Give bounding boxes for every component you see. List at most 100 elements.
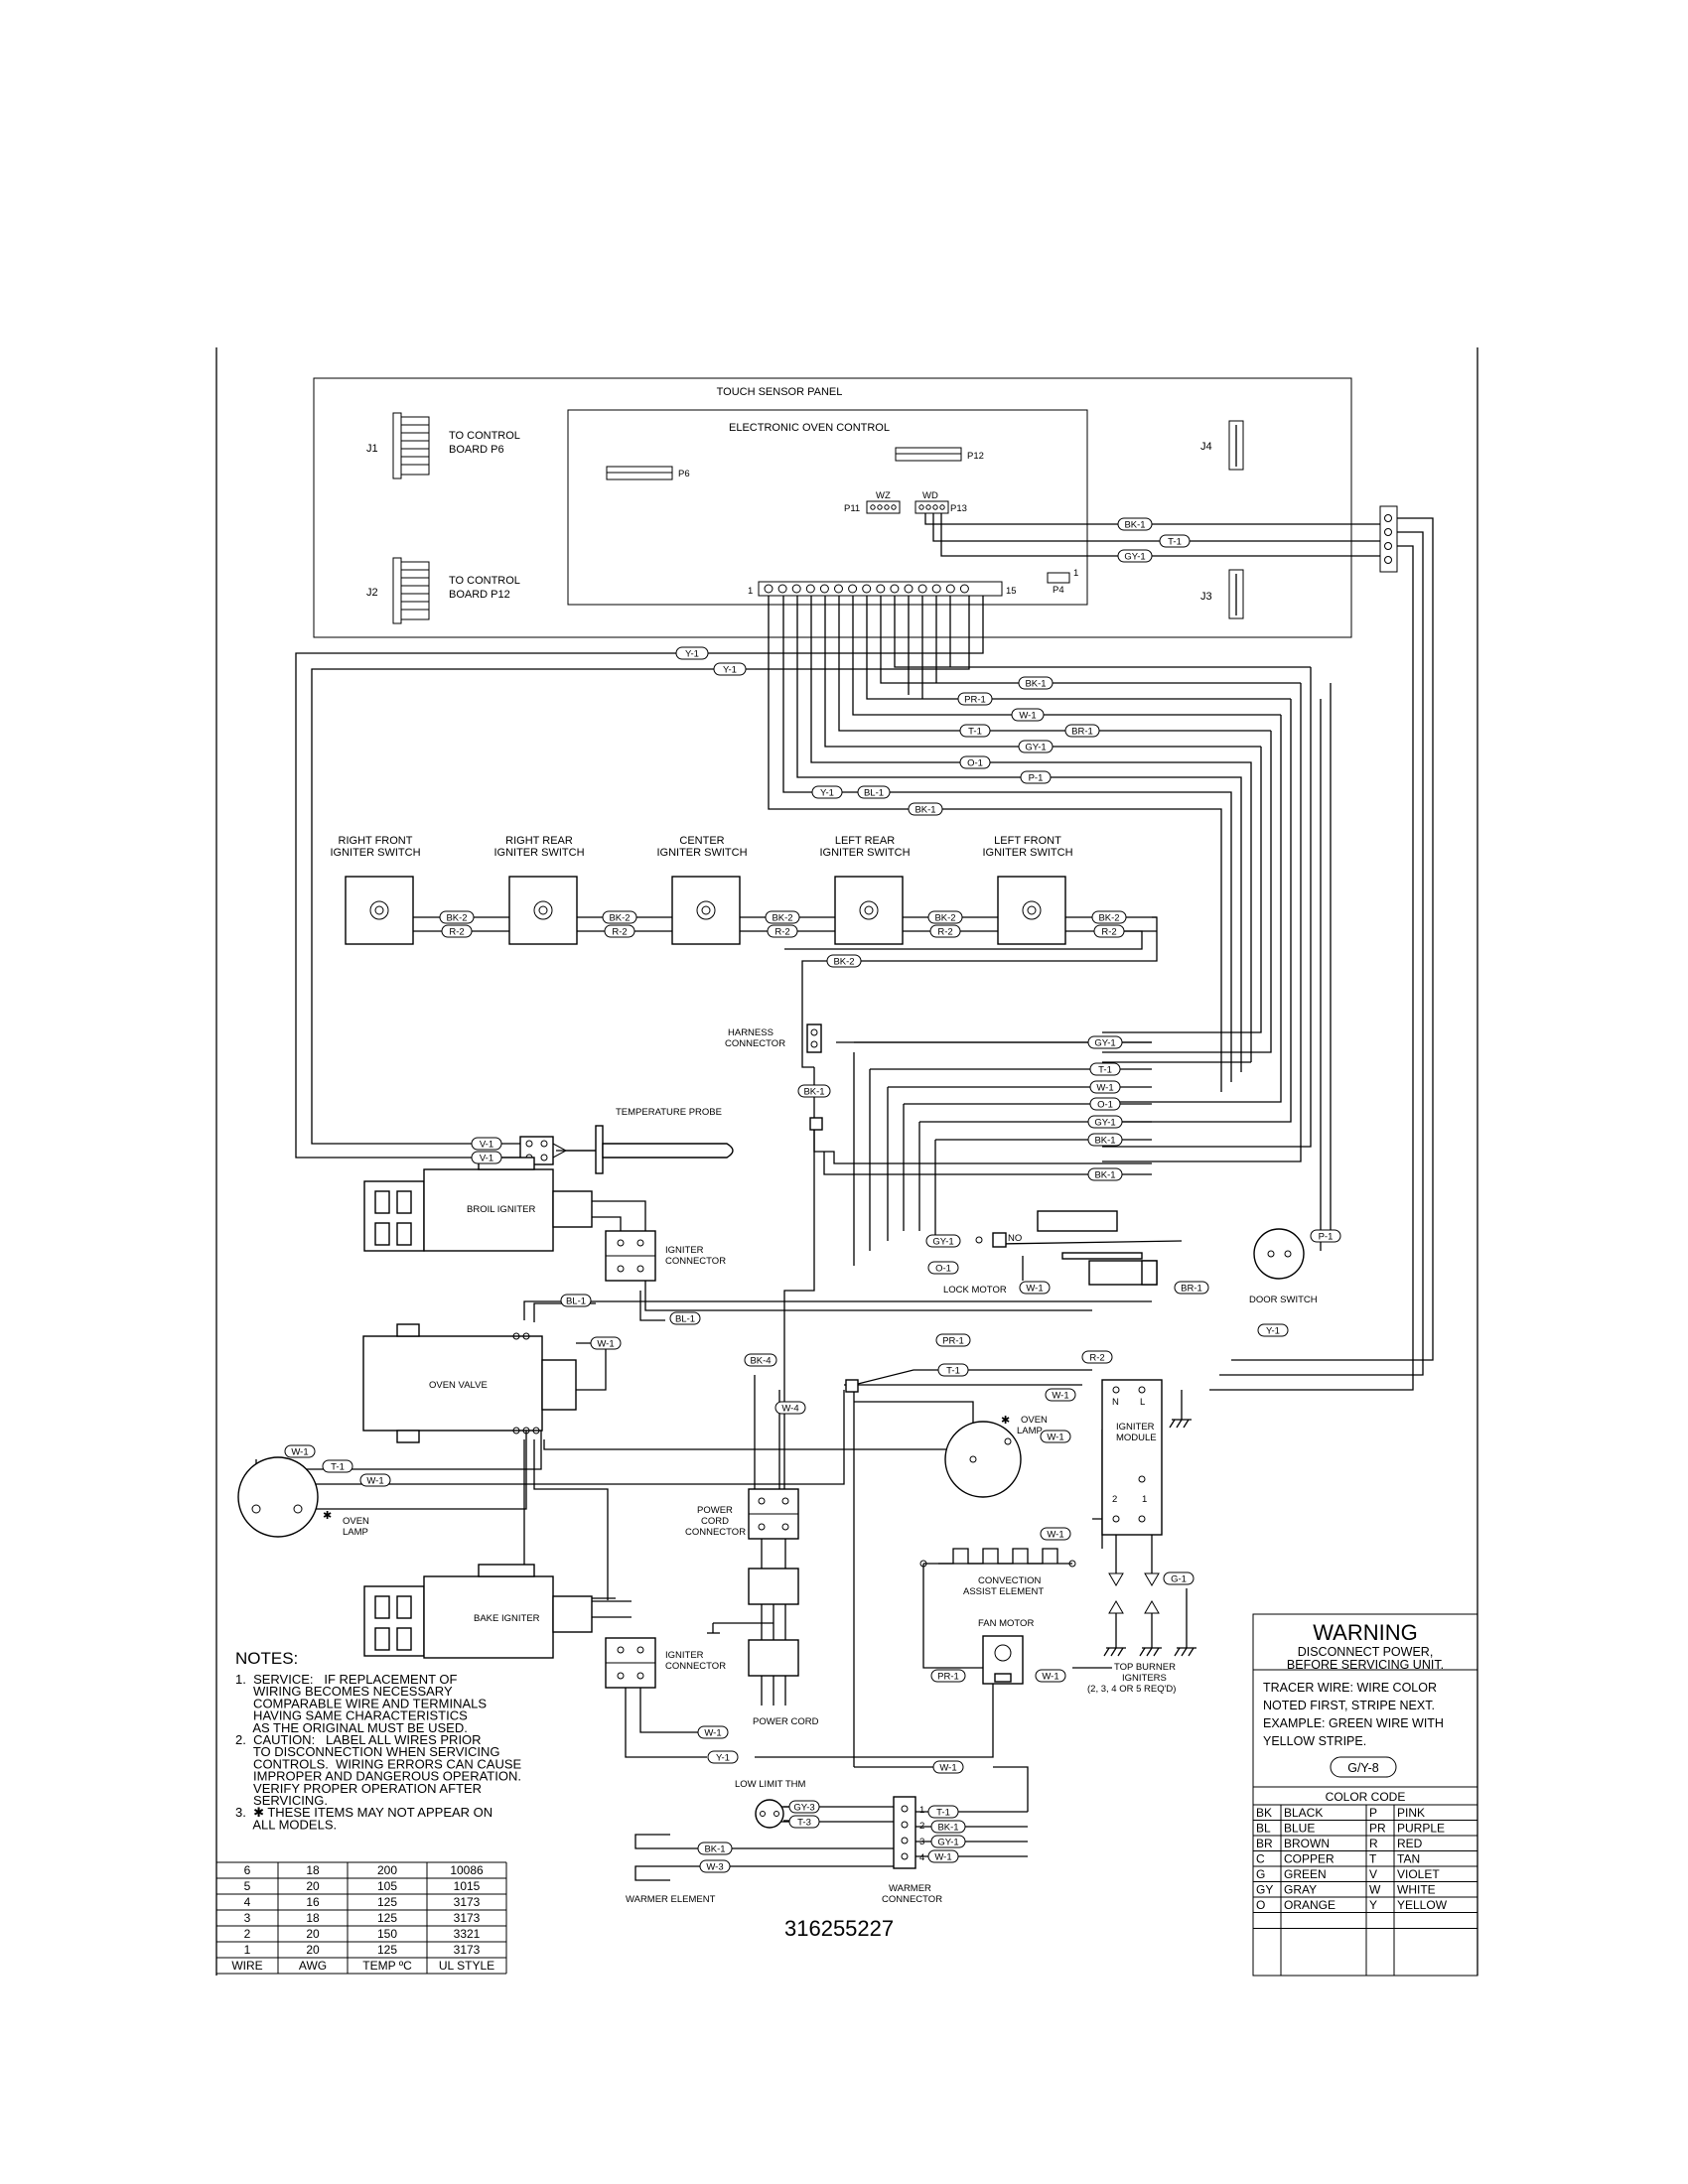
- wire-label-text: T-1: [331, 1462, 345, 1473]
- table-header-cell: UL STYLE: [439, 1959, 494, 1973]
- svg-text:OVEN: OVEN: [1021, 1415, 1048, 1426]
- lock-motor: NO LOCK MOTOR: [943, 1210, 1183, 1296]
- wire-label: BK-1: [1117, 517, 1153, 531]
- table-cell: 125: [377, 1943, 397, 1957]
- wire-label-text: R-2: [1089, 1353, 1104, 1364]
- svg-text:POWER: POWER: [697, 1505, 733, 1516]
- warmer-element: WARMER ELEMENT: [626, 1834, 716, 1905]
- wire-label-text: GY-1: [1124, 552, 1145, 563]
- table-cell: 125: [377, 1911, 397, 1925]
- wire-label: Y-1: [1257, 1323, 1289, 1337]
- wire-label-text: W-1: [934, 1852, 951, 1863]
- svg-text:TO CONTROL: TO CONTROL: [449, 575, 520, 587]
- color-code-cell: GY: [1256, 1883, 1273, 1897]
- power-cord: POWER CORD: [707, 1539, 819, 1727]
- wire-label: R-2: [767, 924, 798, 938]
- wire-label-text: PR-1: [942, 1336, 964, 1347]
- svg-text:3: 3: [919, 1837, 924, 1847]
- color-code-cell: T: [1369, 1852, 1377, 1866]
- switch-knob-center: [538, 905, 548, 915]
- switch-knob-center: [701, 905, 711, 915]
- table-cell: 18: [306, 1863, 320, 1877]
- table-cell: 20: [306, 1879, 320, 1893]
- color-code-cell: W: [1369, 1883, 1381, 1897]
- color-code-cell: G: [1256, 1867, 1265, 1881]
- top-burner-igniters: TOP BURNER IGNITERS (2, 3, 4 OR 5 REQ'D): [1087, 1535, 1196, 1695]
- table-cell: 150: [377, 1927, 397, 1941]
- color-code-cell: BROWN: [1284, 1837, 1330, 1850]
- svg-text:1: 1: [748, 586, 753, 597]
- p4-header: [1047, 572, 1070, 584]
- color-code-cell: GRAY: [1284, 1883, 1317, 1897]
- wire-label-text: W-1: [1047, 1433, 1063, 1443]
- wire-label-text: BL-1: [864, 788, 884, 799]
- wire-label-text: T-1: [1098, 1065, 1112, 1076]
- wire-label: BK-2: [439, 910, 475, 924]
- wire-label: R-2: [1093, 924, 1125, 938]
- svg-text:IGNITER: IGNITER: [1116, 1422, 1155, 1433]
- table-cell: 6: [244, 1863, 251, 1877]
- wire-label-text: W-3: [706, 1862, 723, 1873]
- header-pin: [945, 584, 955, 594]
- wire-label: BK-1: [697, 1842, 733, 1855]
- wire-label: GY-1: [925, 1234, 961, 1248]
- table-cell: 125: [377, 1895, 397, 1909]
- svg-text:CONNECTOR: CONNECTOR: [665, 1661, 726, 1672]
- switch-knob: [859, 900, 879, 920]
- wire-label-text: BK-2: [609, 913, 630, 924]
- wire-label-text: GY-1: [932, 1237, 953, 1248]
- wire-label-text: R-2: [449, 927, 464, 938]
- wire-label-text: T-1: [1168, 537, 1182, 548]
- table-cell: 2: [244, 1927, 251, 1941]
- color-code-cell: R: [1369, 1837, 1378, 1850]
- wire-label: Y-1: [713, 662, 747, 676]
- table-cell: 3173: [454, 1895, 481, 1909]
- wire-label-text: GY-1: [1094, 1038, 1115, 1049]
- table-cell: 16: [306, 1895, 320, 1909]
- svg-text:L: L: [1140, 1397, 1145, 1408]
- terminal-block: [1379, 505, 1398, 573]
- color-code-cell: V: [1369, 1867, 1377, 1881]
- wire-label: W-1: [359, 1473, 391, 1487]
- switch-knob: [696, 900, 716, 920]
- igniter-module: N L IGNITER MODULE 2 1: [1101, 1379, 1192, 1536]
- wire-label: BK-1: [1018, 676, 1054, 690]
- color-code-cell: PR: [1369, 1822, 1386, 1836]
- note-line: AS THE ORIGINAL MUST BE USED.: [235, 1720, 468, 1735]
- switch-label-line2: IGNITER SWITCH: [656, 847, 747, 859]
- wire-label-text: T-1: [968, 727, 982, 738]
- wire-label: GY-1: [1018, 740, 1054, 753]
- electronic-oven-control: ELECTRONIC OVEN CONTROL P6 P12 WZ WD P11…: [567, 409, 1088, 606]
- svg-text:P4: P4: [1053, 585, 1064, 596]
- svg-text:WARNING: WARNING: [1313, 1620, 1418, 1645]
- wire-label: BK-1: [908, 802, 943, 816]
- wire-label: BK-2: [826, 954, 862, 968]
- wire-label-text: W-1: [939, 1763, 956, 1774]
- svg-text:NOTES:: NOTES:: [235, 1649, 298, 1668]
- wire-label-text: BK-1: [937, 1823, 958, 1834]
- note-line: ALL MODELS.: [235, 1817, 337, 1832]
- touch-sensor-panel: TOUCH SENSOR PANEL J1 TO CONTROL BOARD P…: [313, 377, 1352, 638]
- wire-label: BK-2: [927, 910, 963, 924]
- wire-label-text: PR-1: [937, 1672, 959, 1683]
- wire-label-text: W-1: [1052, 1391, 1068, 1402]
- wire-label: Y-1: [707, 1750, 739, 1764]
- j2-connector: J2 TO CONTROL BOARD P12: [366, 557, 520, 624]
- header-pin: [904, 584, 914, 594]
- wire-label: W-3: [699, 1859, 731, 1873]
- wire-label-text: BK-1: [704, 1844, 725, 1855]
- svg-text:WARMER ELEMENT: WARMER ELEMENT: [626, 1894, 716, 1905]
- svg-text:EXAMPLE: GREEN WIRE WITH: EXAMPLE: GREEN WIRE WITH: [1263, 1716, 1444, 1730]
- bake-igniter: BAKE IGNITER: [363, 1564, 593, 1659]
- svg-text:BOARD P6: BOARD P6: [449, 444, 504, 456]
- switch-knob-center: [374, 905, 384, 915]
- table-cell: 20: [306, 1943, 320, 1957]
- wire-label: O-1: [927, 1261, 959, 1275]
- oven-lamp-left: ✱ OVEN LAMP: [237, 1456, 369, 1538]
- switch-body: [834, 876, 904, 945]
- door-switch: DOOR SWITCH: [1249, 1228, 1318, 1305]
- switch-label-line1: LEFT FRONT: [994, 835, 1061, 847]
- svg-text:CORD: CORD: [701, 1516, 729, 1527]
